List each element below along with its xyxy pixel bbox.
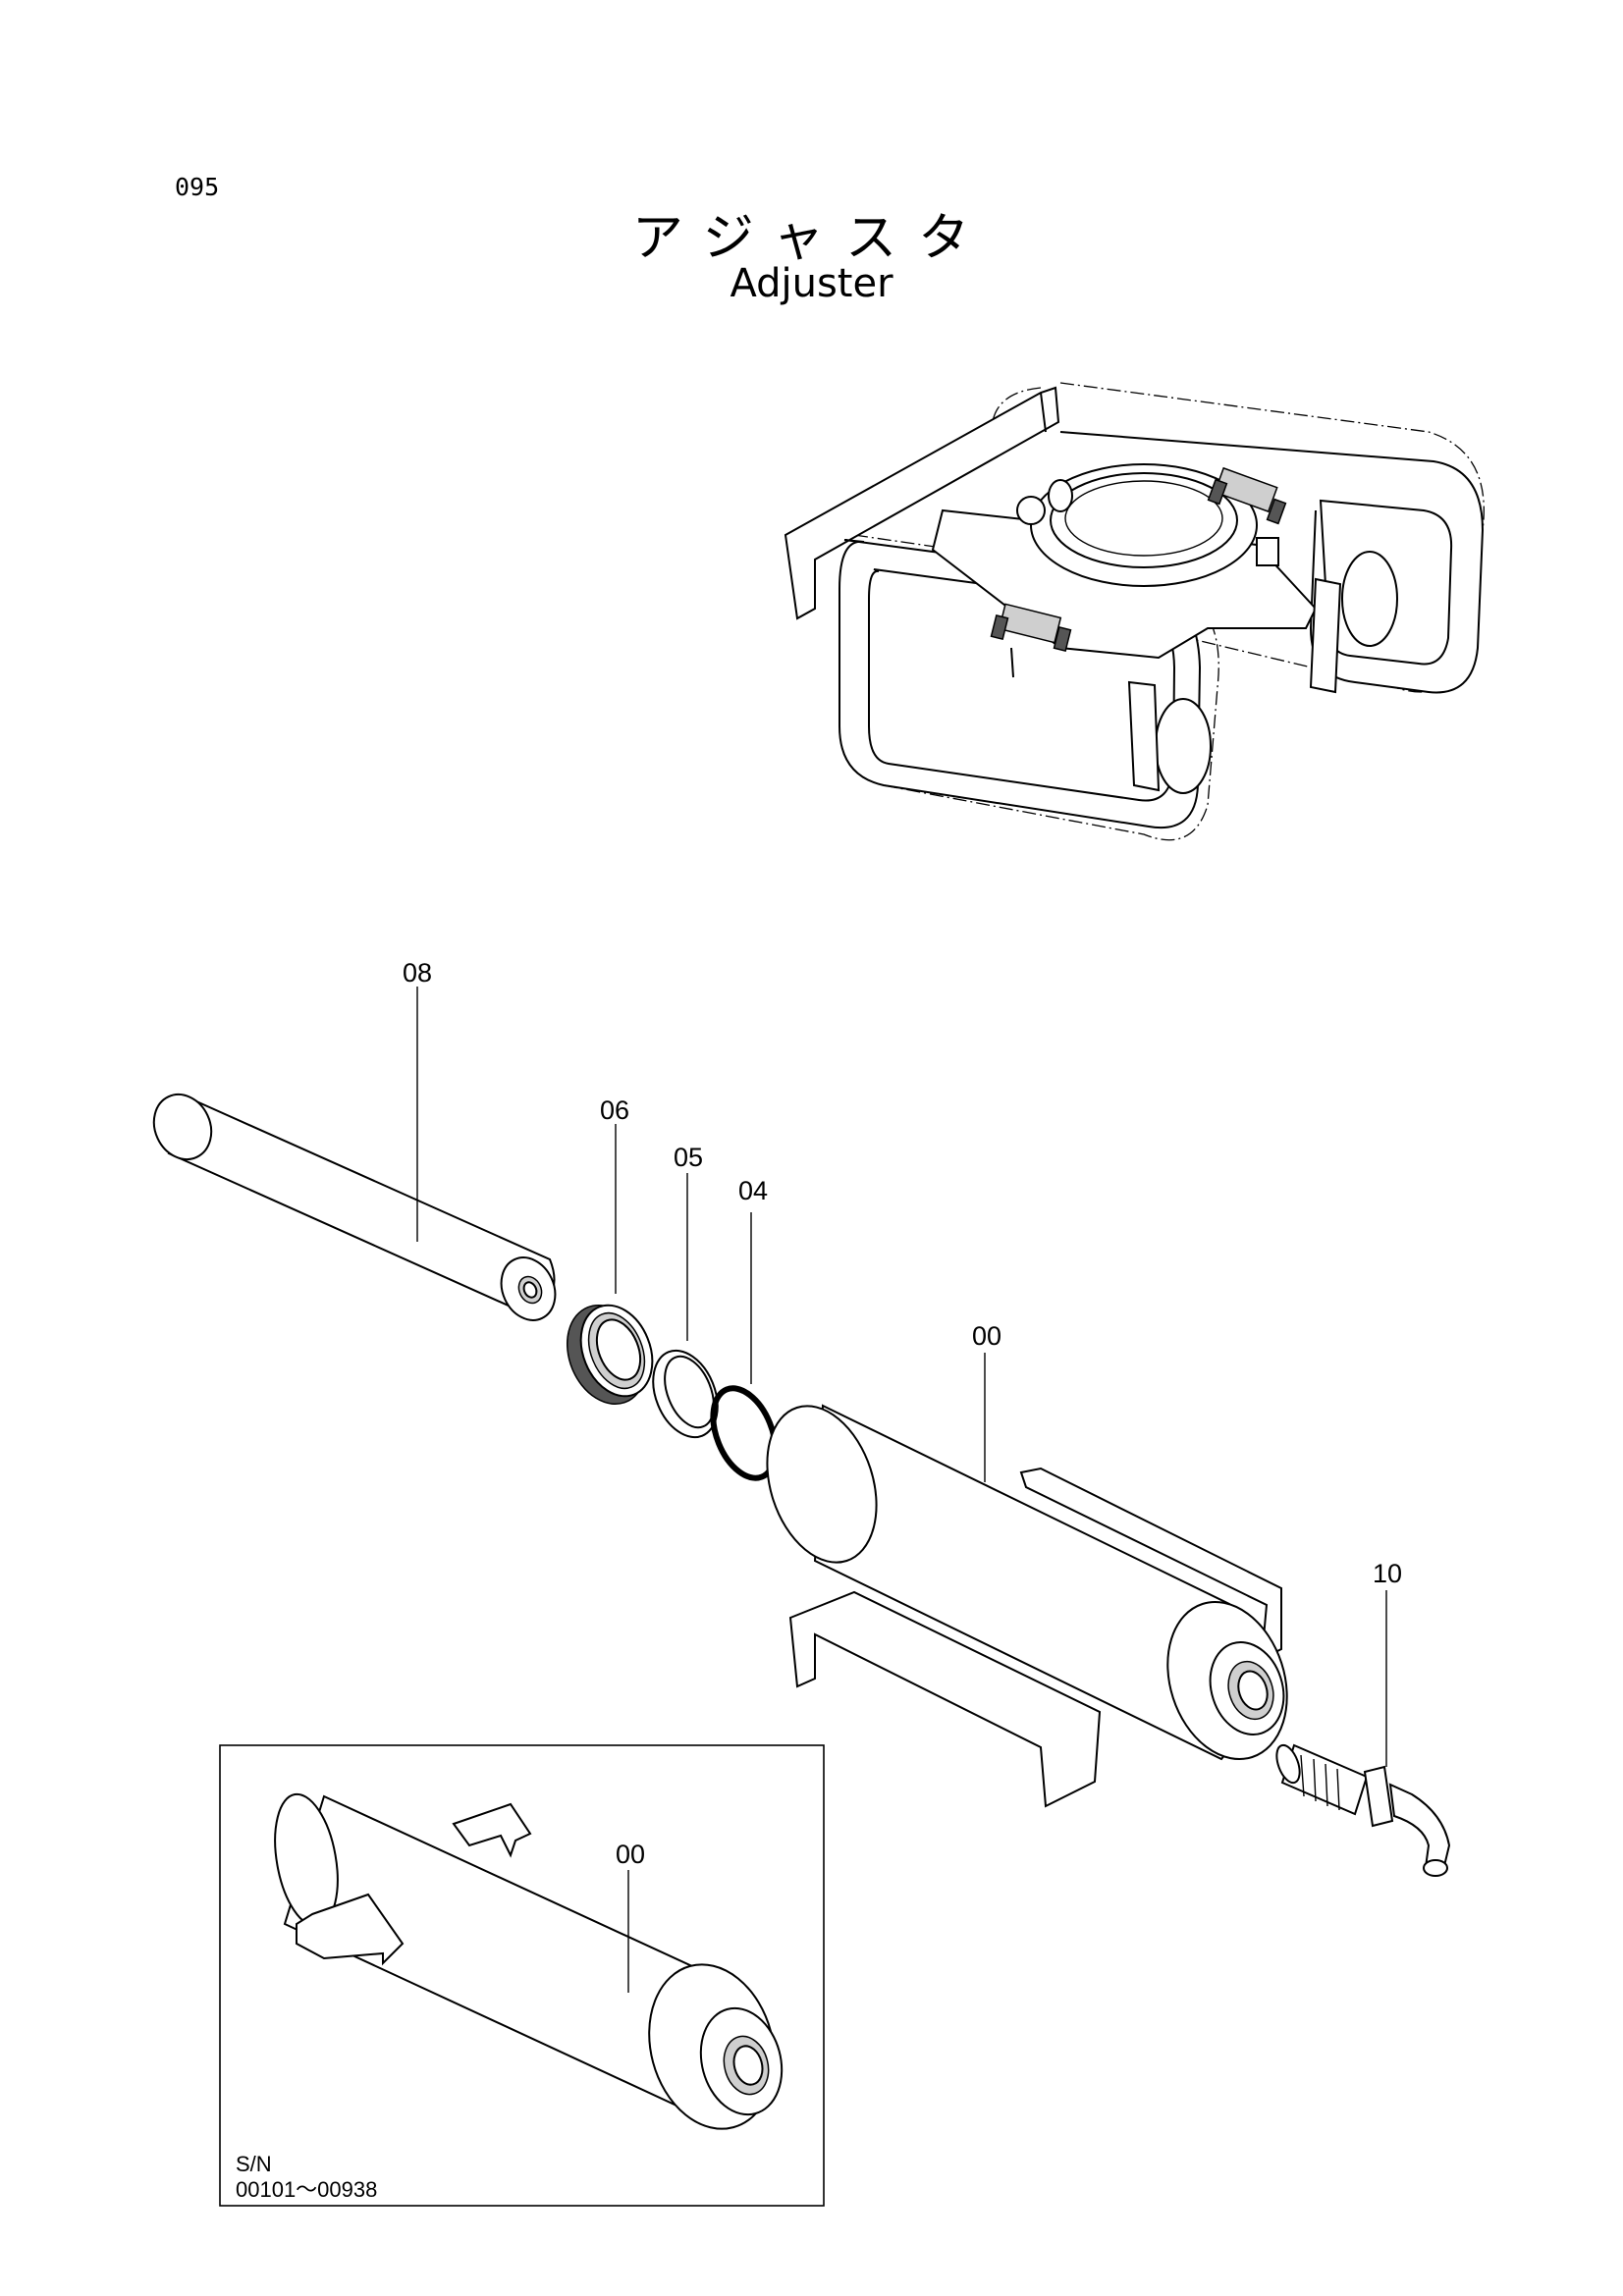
inset-variant-box: 00 S/N 00101～00938 xyxy=(219,1744,825,2207)
part-04-o-ring xyxy=(710,1212,779,1481)
callout-05: 05 xyxy=(674,1143,703,1172)
page-title-english: Adjuster xyxy=(730,261,893,306)
callout-06: 06 xyxy=(600,1095,629,1125)
callout-08: 08 xyxy=(403,958,432,988)
adjuster-location-left xyxy=(990,603,1072,678)
part-06-seal xyxy=(566,1124,654,1406)
adjuster-location-right xyxy=(1207,466,1287,525)
undercarriage-overview-drawing xyxy=(784,382,1485,841)
part-00-cylinder xyxy=(766,1353,1288,1808)
part-08-rod xyxy=(152,987,557,1321)
page-title-japanese: アジャスタ xyxy=(631,209,992,268)
callout-04: 04 xyxy=(738,1176,768,1205)
callout-10: 10 xyxy=(1373,1559,1402,1588)
callout-00: 00 xyxy=(972,1321,1001,1351)
callout-00-inset: 00 xyxy=(616,1840,645,1869)
part-05-ring xyxy=(652,1173,719,1439)
serial-number-label: S/N xyxy=(236,2152,272,2176)
serial-number-range: 00101～00938 xyxy=(236,2177,377,2202)
page-number: 095 xyxy=(175,173,220,201)
part-10-grease-fitting xyxy=(1275,1590,1451,1877)
